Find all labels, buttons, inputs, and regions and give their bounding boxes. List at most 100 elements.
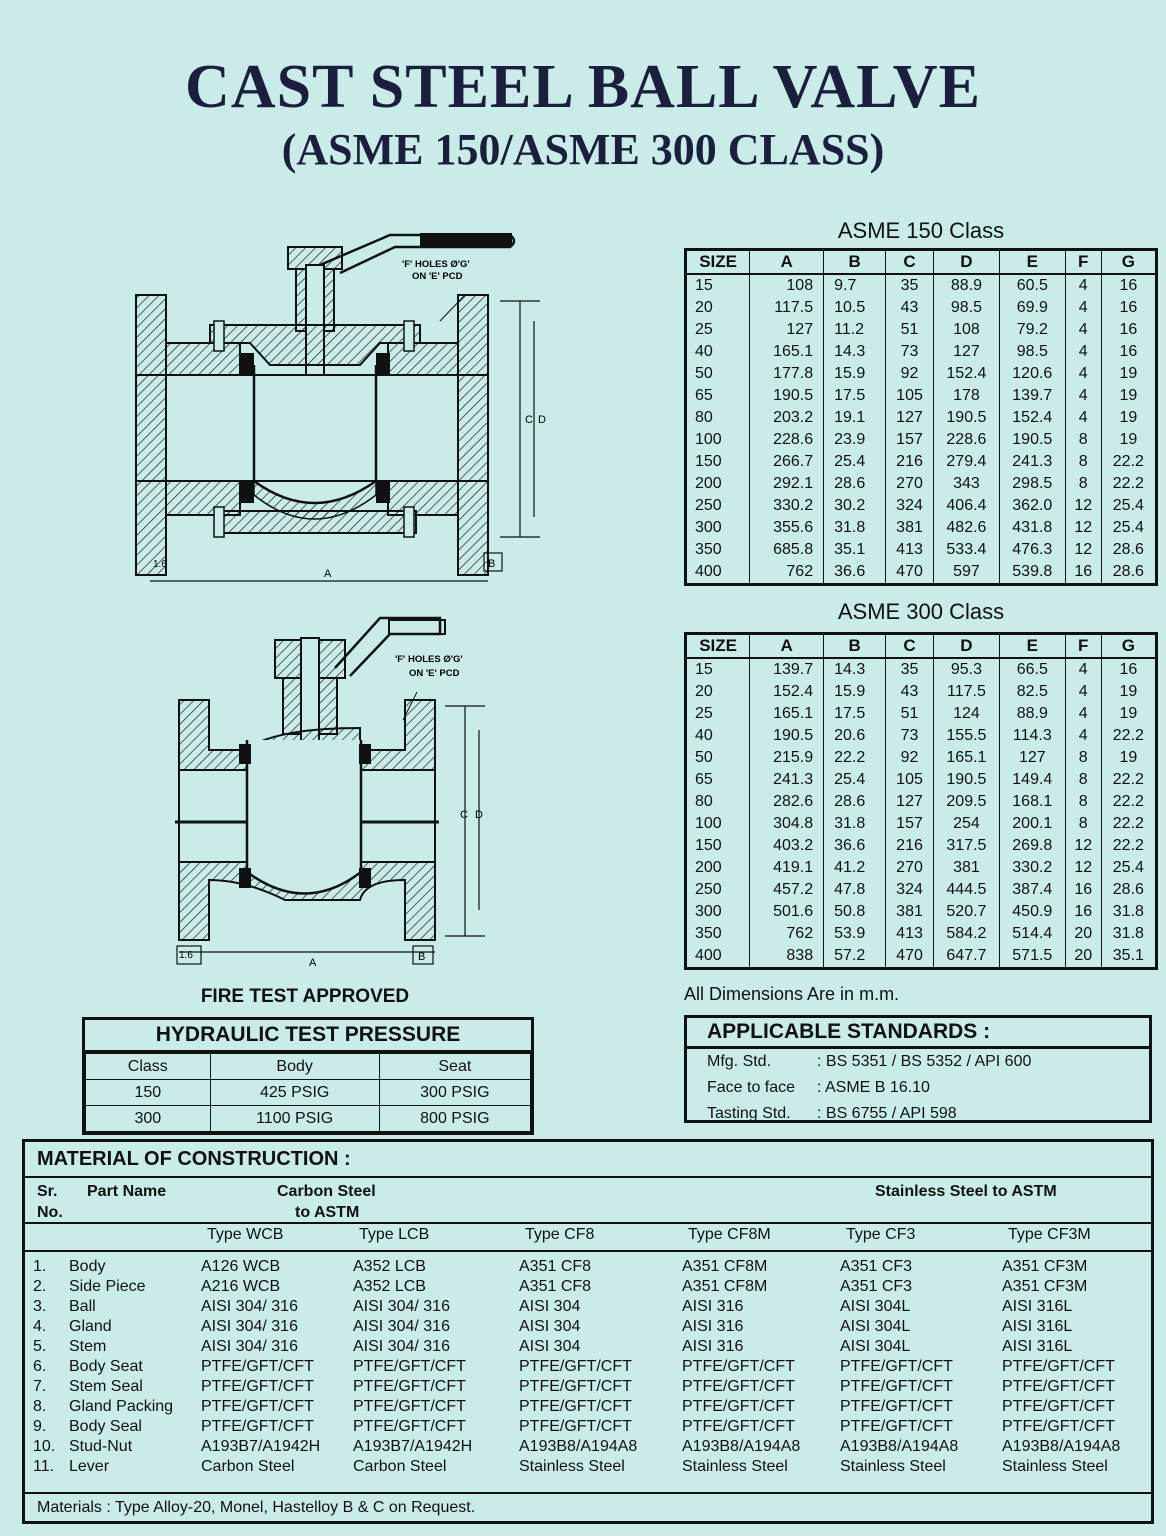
table-cell: Stem (69, 1338, 107, 1355)
table-cell: 4 (1064, 274, 1102, 297)
table-cell: 444.5 (933, 879, 1000, 901)
ball-shape (245, 740, 363, 895)
table-cell: 3. (33, 1298, 47, 1315)
table-cell: 127 (998, 747, 1066, 769)
table-cell: 14.3 (823, 658, 887, 681)
dim-a-label: A (309, 957, 317, 969)
table-cell: 16 (1100, 297, 1158, 319)
table-cell: 117.5 (749, 297, 825, 319)
table-cell: 127 (885, 407, 934, 429)
table-cell: PTFE/GFT/CFT (519, 1398, 632, 1415)
table-cell: 25.4 (1100, 495, 1158, 517)
column-header-size: SIZE (684, 633, 751, 659)
table-cell: 298.5 (998, 473, 1066, 495)
table-cell: Stem Seal (69, 1378, 143, 1395)
holes-label: 'F' HOLES Ø'G' (402, 259, 470, 270)
table-cell: AISI 304L (840, 1298, 911, 1315)
standard-value: : BS 5351 / BS 5352 / API 600 (817, 1053, 1032, 1070)
table-cell: 12 (1064, 857, 1102, 879)
column-header-b: B (823, 249, 887, 275)
table-cell: 40 (684, 341, 751, 363)
table-cell: 2. (33, 1278, 47, 1295)
fire-test-label: FIRE TEST APPROVED (200, 986, 410, 1007)
table-cell: 324 (885, 495, 934, 517)
table-cell: 324 (885, 879, 934, 901)
table-cell: 20 (684, 681, 751, 703)
table-cell: 20 (1064, 945, 1102, 969)
dimensions-note: All Dimensions Are in m.m. (684, 984, 900, 1004)
table-cell: 4 (1064, 703, 1102, 725)
table-cell: PTFE/GFT/CFT (840, 1378, 953, 1395)
table-cell: 520.7 (933, 901, 1000, 923)
table-cell: 30.2 (823, 495, 887, 517)
table-cell: 16 (1100, 319, 1158, 341)
table-cell: 19 (1100, 385, 1158, 407)
table-cell: 168.1 (998, 791, 1066, 813)
header-part-name: Part Name (87, 1183, 167, 1200)
table-cell: Ball (69, 1298, 96, 1315)
table-cell: 152.4 (749, 681, 825, 703)
table-cell: 413 (885, 923, 934, 945)
table-cell: AISI 304/ 316 (201, 1338, 298, 1355)
table-cell: 25 (684, 319, 751, 341)
table-cell: PTFE/GFT/CFT (682, 1418, 795, 1435)
table-cell: 98.5 (998, 341, 1066, 363)
table-cell: PTFE/GFT/CFT (840, 1358, 953, 1375)
table-cell: 16 (1064, 879, 1102, 901)
table-cell: 65 (684, 769, 751, 791)
table-cell: AISI 304/ 316 (353, 1298, 450, 1315)
dim-b-label: B (418, 951, 425, 963)
table-cell: 25.4 (1100, 857, 1158, 879)
table-cell: 406.4 (933, 495, 1000, 517)
table-cell: 31.8 (1100, 923, 1158, 945)
column-header-d: D (933, 633, 1000, 659)
standards-title: APPLICABLE STANDARDS : (687, 1018, 1149, 1049)
dim-b-label: B (488, 558, 495, 570)
table-cell: 20 (684, 297, 751, 319)
table-cell: 343 (933, 473, 1000, 495)
table-cell: AISI 316L (1002, 1298, 1073, 1315)
pcd-label: ON 'E' PCD (409, 668, 460, 679)
table-cell: 127 (933, 341, 1000, 363)
type-header: Type CF3M (1008, 1226, 1091, 1243)
table-cell: 14.3 (823, 341, 887, 363)
table-cell: 571.5 (998, 945, 1066, 969)
table-cell: 241.3 (749, 769, 825, 791)
table-cell: 114.3 (998, 725, 1066, 747)
table-cell: 51 (885, 319, 934, 341)
table-cell: 8. (33, 1398, 47, 1415)
table-cell: 5. (33, 1338, 47, 1355)
table-cell: 43 (885, 297, 934, 319)
table-cell: 300 (85, 1105, 211, 1132)
table-cell: 228.6 (749, 429, 825, 451)
table-cell: 1100 PSIG (209, 1105, 380, 1132)
standard-value: : ASME B 16.10 (817, 1079, 930, 1096)
table-cell: 282.6 (749, 791, 825, 813)
table-cell: AISI 304 (519, 1298, 581, 1315)
table-cell: 17.5 (823, 385, 887, 407)
table-cell: 66.5 (998, 658, 1066, 681)
table-cell: Stainless Steel (519, 1458, 625, 1475)
table-cell: 73 (885, 725, 934, 747)
table-cell: 1. (33, 1258, 47, 1275)
table-cell: 279.4 (933, 451, 1000, 473)
table-cell: 425 PSIG (209, 1079, 380, 1106)
table-cell: 28.6 (1100, 539, 1158, 561)
table-cell: 152.4 (998, 407, 1066, 429)
table-cell: PTFE/GFT/CFT (682, 1358, 795, 1375)
table-cell: AISI 304L (840, 1338, 911, 1355)
table-cell: 413 (885, 539, 934, 561)
table-cell: A193B7/A1942H (201, 1438, 321, 1455)
table-cell: A193B7/A1942H (353, 1438, 473, 1455)
table-cell: 190.5 (933, 407, 1000, 429)
table-cell: 100 (684, 813, 751, 835)
